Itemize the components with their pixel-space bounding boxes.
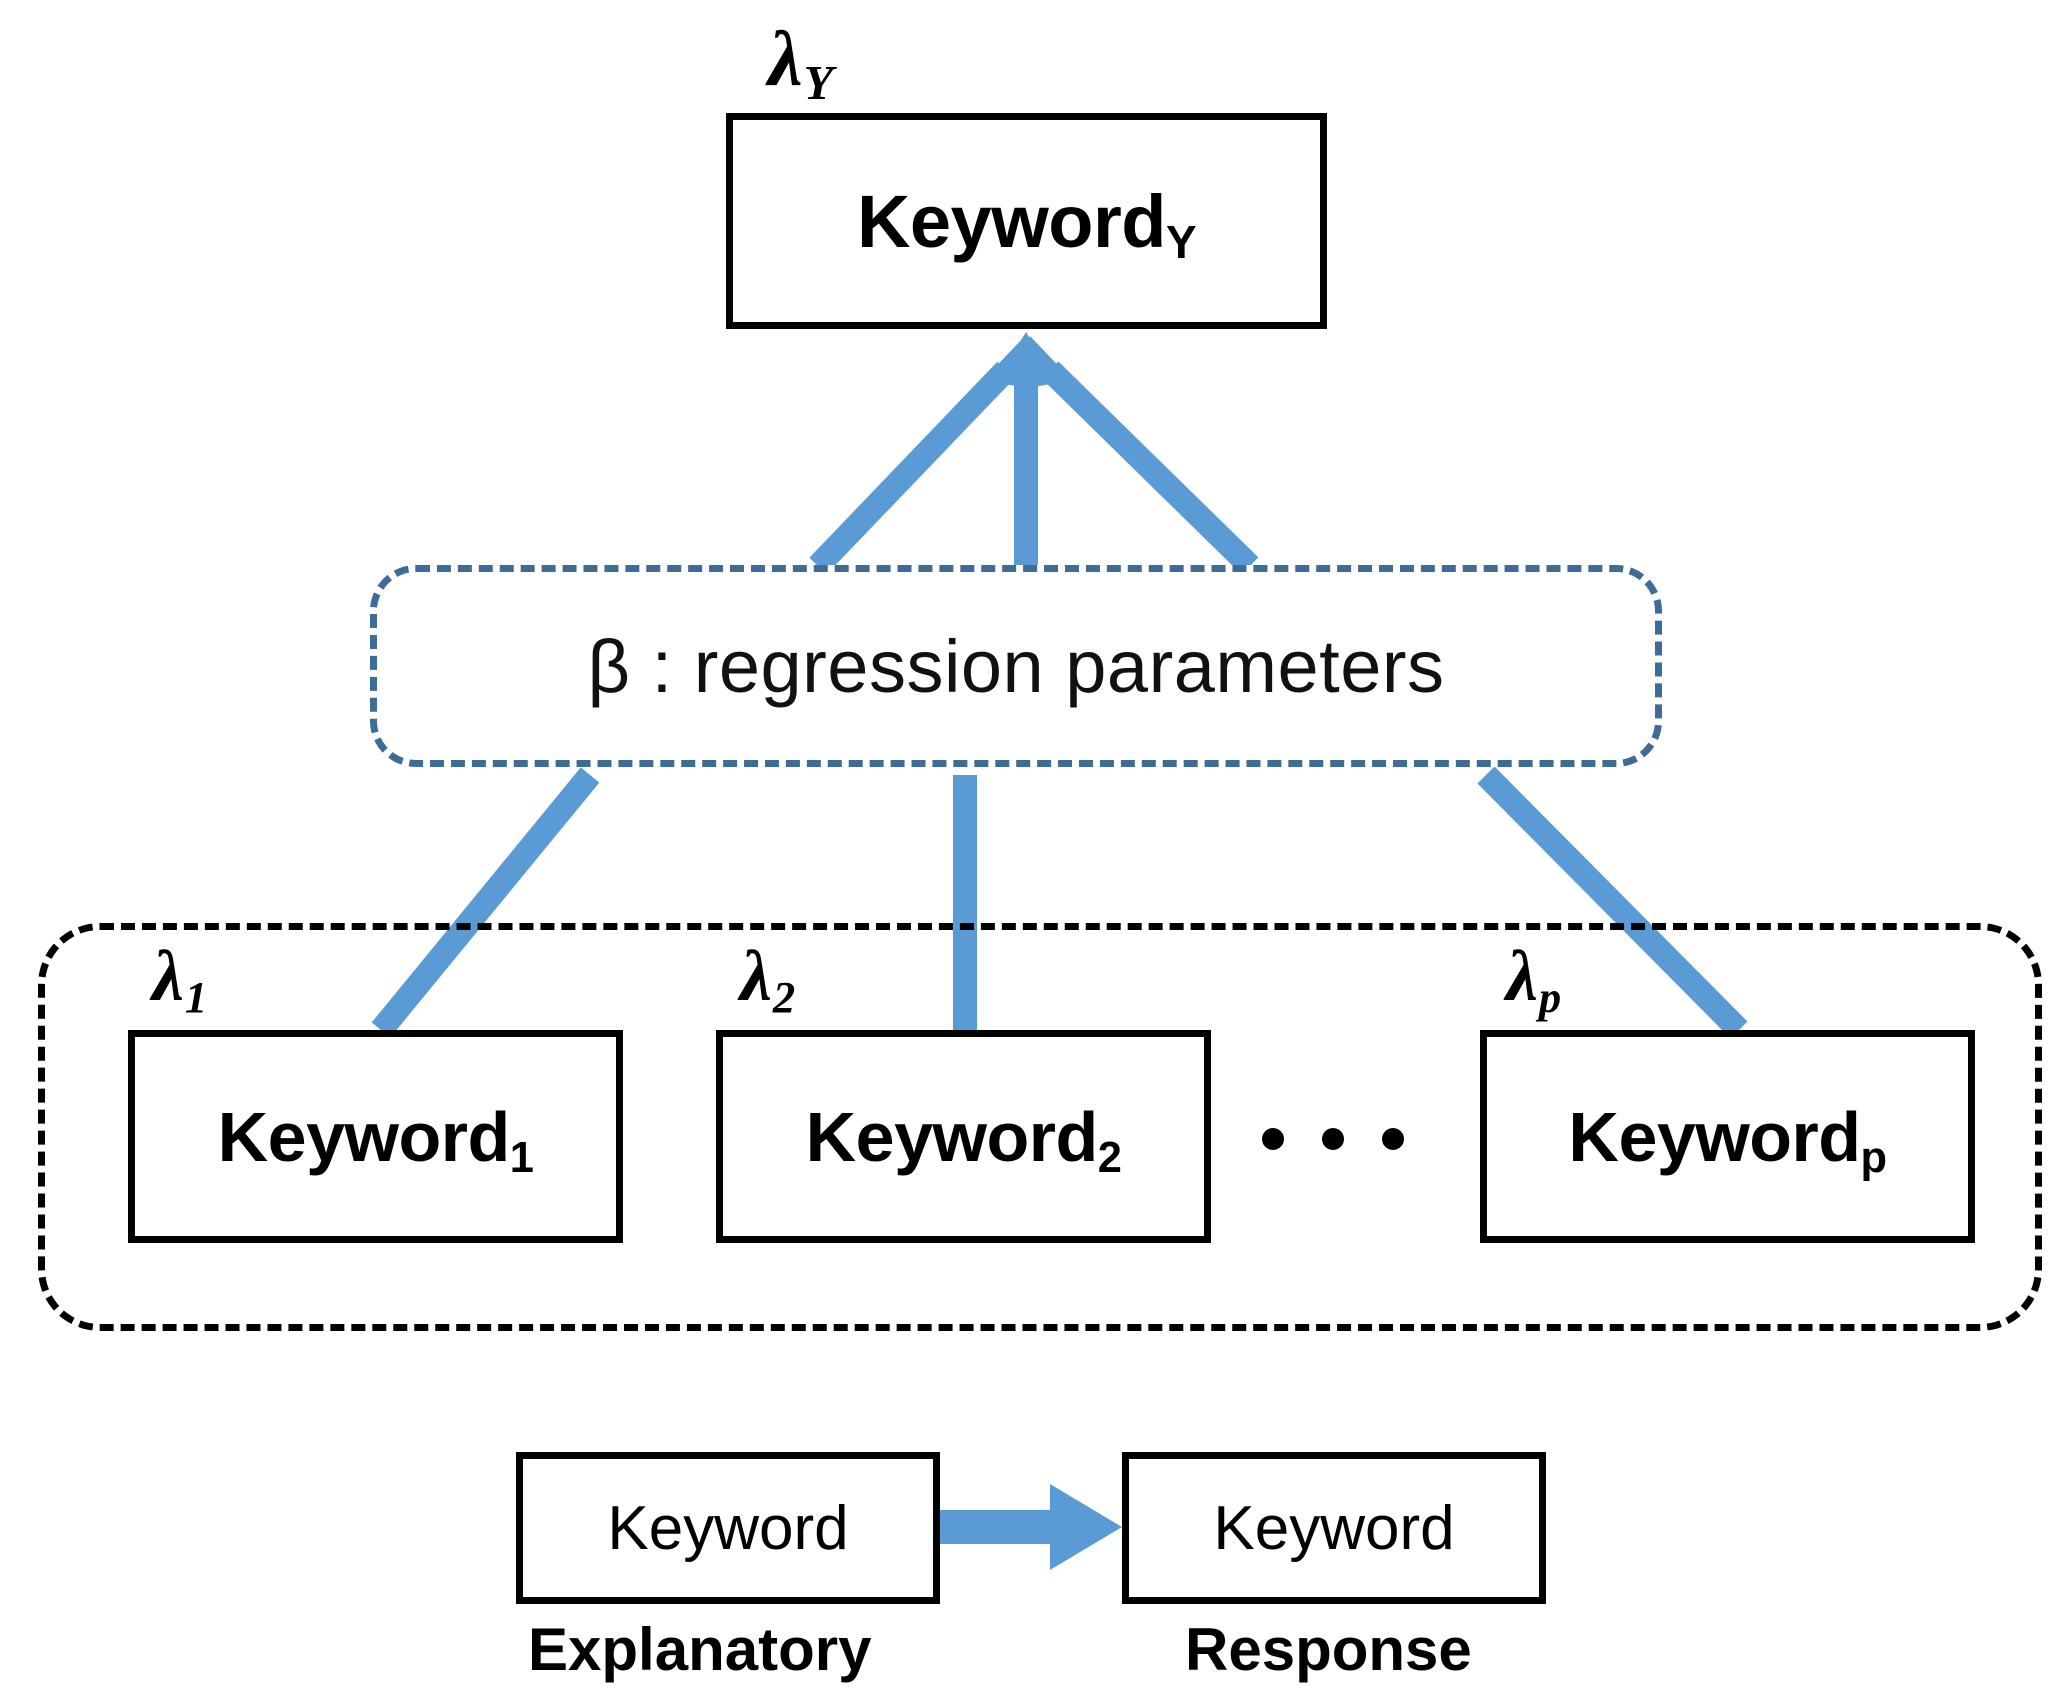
legend-explanatory-box[interactable]: Keyword [516, 1452, 940, 1604]
keyword-1-subscript: 1 [509, 1133, 534, 1182]
explanatory-group-container [38, 923, 2042, 1331]
keyword-2-label: Keyword2 [805, 1097, 1122, 1182]
keyword-2-text: Keyword [805, 1097, 1099, 1176]
lambda-2-symbol: λ [740, 936, 772, 1016]
legend-response-box[interactable]: Keyword [1122, 1452, 1546, 1604]
keyword-p-label: Keywordp [1568, 1097, 1887, 1182]
arrow-beta-to-keyword-y-right [1018, 336, 1259, 575]
legend-explanatory-caption: Explanatory [528, 1616, 872, 1683]
keyword-1-label: Keyword1 [217, 1097, 534, 1182]
keyword-y-text: Keyword [856, 179, 1167, 263]
legend-arrow-icon [940, 1484, 1122, 1570]
keyword-y-label: KeywordY [856, 179, 1197, 269]
keyword-y-box[interactable]: KeywordY [726, 113, 1327, 329]
lambda-p-subscript: p [1538, 972, 1562, 1023]
legend-response-caption: Response [1185, 1616, 1472, 1683]
keyword-1-box[interactable]: Keyword1 [128, 1030, 623, 1243]
keyword-2-subscript: 2 [1097, 1133, 1122, 1182]
regression-parameters-box[interactable]: β : regression parameters [370, 565, 1662, 767]
ellipsis-indicator [1262, 1128, 1404, 1150]
legend-response-box-text: Keyword [1213, 1493, 1455, 1563]
keyword-p-box[interactable]: Keywordp [1480, 1030, 1975, 1243]
keyword-1-text: Keyword [217, 1097, 511, 1176]
lambda-y-subscript: Y [803, 56, 834, 110]
legend-explanatory-box-text: Keyword [607, 1493, 849, 1563]
lambda-2-subscript: 2 [772, 972, 796, 1023]
keyword-p-text: Keyword [1568, 1097, 1861, 1176]
keyword-2-box[interactable]: Keyword2 [716, 1030, 1211, 1243]
lambda-1-subscript: 1 [184, 972, 208, 1023]
ellipsis-dot [1382, 1128, 1404, 1150]
lambda-p-label: λp [1506, 940, 1561, 1020]
regression-parameters-text: β : regression parameters [587, 624, 1445, 708]
lambda-p-symbol: λ [1506, 936, 1538, 1016]
lambda-1-label: λ1 [152, 940, 207, 1020]
arrow-beta-to-keyword-y-left [809, 336, 1038, 575]
arrow-beta-to-keyword-y-center [994, 332, 1058, 566]
lambda-1-symbol: λ [152, 936, 184, 1016]
lambda-y-label: λY [768, 20, 833, 108]
ellipsis-dot [1322, 1128, 1344, 1150]
ellipsis-dot [1262, 1128, 1284, 1150]
lambda-y-symbol: λ [768, 15, 803, 102]
keyword-p-subscript: p [1860, 1133, 1888, 1182]
lambda-2-label: λ2 [740, 940, 795, 1020]
keyword-y-subscript: Y [1165, 216, 1197, 269]
